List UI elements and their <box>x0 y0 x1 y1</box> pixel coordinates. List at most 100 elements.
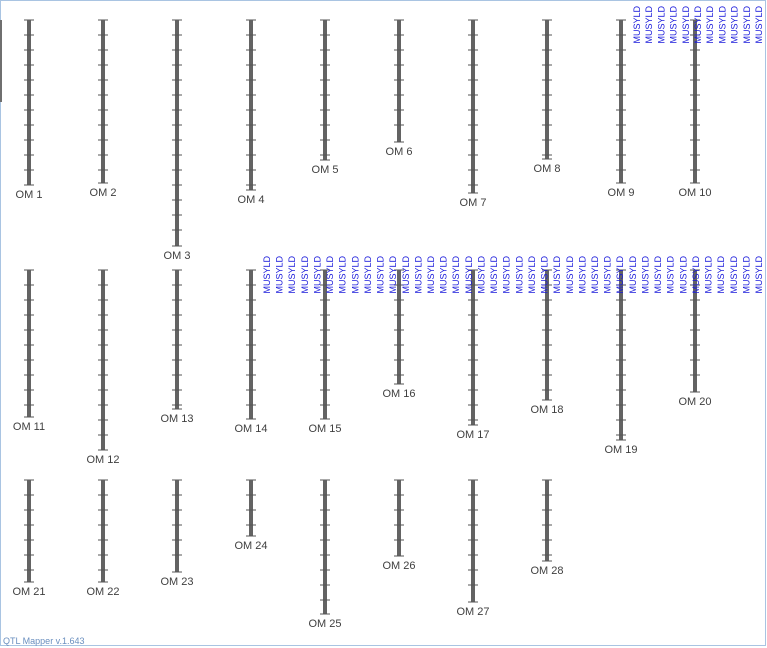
qtl-label[interactable]: MUSYLD <box>590 256 600 294</box>
qtl-label[interactable]: MUSYLD <box>666 256 676 294</box>
chromosome-bar[interactable] <box>397 20 401 142</box>
chromosome[interactable]: OM 22 <box>86 479 120 598</box>
chromosome-bar[interactable] <box>693 20 697 183</box>
qtl-label[interactable]: MUSYLD <box>669 6 679 44</box>
chromosome-bar[interactable] <box>545 270 549 400</box>
chromosome-bar[interactable] <box>27 480 31 582</box>
qtl-label[interactable]: MUSYLD <box>514 256 524 294</box>
chromosome[interactable]: OM 18 <box>530 269 564 416</box>
qtl-label[interactable]: MUSYLD <box>287 256 297 294</box>
chromosome-bar[interactable] <box>545 480 549 561</box>
chromosome[interactable]: OM 4 <box>238 19 265 206</box>
chromosome[interactable]: OM 12 <box>86 269 120 466</box>
chromosome[interactable]: OM 21 <box>12 479 46 598</box>
chromosome[interactable]: OM 8 <box>534 19 561 175</box>
chromosome[interactable]: OM 3 <box>164 19 191 262</box>
qtl-label[interactable]: MUSYLD <box>704 256 714 294</box>
chromosome-bar[interactable] <box>101 480 105 582</box>
qtl-label[interactable]: MUSYLD <box>376 256 386 294</box>
qtl-label[interactable]: MUSYLD <box>632 6 642 44</box>
chromosome-bar[interactable] <box>397 480 401 556</box>
chromosome-bar[interactable] <box>175 480 179 572</box>
chromosome[interactable]: OM 25 <box>308 479 342 630</box>
chromosome[interactable]: OM 20 <box>678 269 712 408</box>
qtl-label[interactable]: MUSYLD <box>615 256 625 294</box>
chromosome-bar[interactable] <box>471 20 475 193</box>
qtl-label[interactable]: MUSYLD <box>716 256 726 294</box>
qtl-label[interactable]: MUSYLD <box>730 6 740 44</box>
qtl-label[interactable]: MUSYLD <box>691 256 701 294</box>
qtl-label[interactable]: MUSYLD <box>350 256 360 294</box>
qtl-label[interactable]: MUSYLD <box>388 256 398 294</box>
chromosome[interactable]: OM 19 <box>604 269 638 456</box>
chromosome[interactable]: OM 2 <box>90 19 117 199</box>
qtl-label[interactable]: MUSYLD <box>754 256 764 294</box>
chromosome-bar[interactable] <box>101 20 105 183</box>
chromosome-bar[interactable] <box>249 480 253 536</box>
qtl-label[interactable]: MUSYLD <box>729 256 739 294</box>
chromosome-bar[interactable] <box>323 480 327 614</box>
qtl-label[interactable]: MUSYLD <box>451 256 461 294</box>
qtl-label[interactable]: MUSYLD <box>754 6 764 44</box>
qtl-label[interactable]: MUSYLD <box>678 256 688 294</box>
qtl-label[interactable]: MUSYLD <box>653 256 663 294</box>
chromosome[interactable]: OM 14 <box>234 269 268 435</box>
qtl-label[interactable]: MUSYLD <box>489 256 499 294</box>
chromosome-bar[interactable] <box>471 480 475 602</box>
chromosome[interactable]: OM 15 <box>308 269 342 435</box>
qtl-label[interactable]: MUSYLD <box>338 256 348 294</box>
chromosome[interactable]: OM 27 <box>456 479 490 618</box>
chromosome-bar[interactable] <box>693 270 697 392</box>
qtl-label[interactable]: MUSYLD <box>540 256 550 294</box>
chromosome-bar[interactable] <box>175 270 179 409</box>
chromosome[interactable]: OM 24 <box>234 479 268 552</box>
qtl-label[interactable]: MUSYLD <box>656 6 666 44</box>
chromosome-bar[interactable] <box>323 20 327 160</box>
chromosome-bar[interactable] <box>397 270 401 384</box>
qtl-label[interactable]: MUSYLD <box>628 256 638 294</box>
qtl-label[interactable]: MUSYLD <box>477 256 487 294</box>
chromosome-bar[interactable] <box>249 20 253 190</box>
qtl-label[interactable]: MUSYLD <box>300 256 310 294</box>
qtl-label[interactable]: MUSYLD <box>603 256 613 294</box>
chromosome[interactable]: OM 6 <box>386 19 413 158</box>
chromosome[interactable]: OM 11 <box>13 269 45 433</box>
qtl-label[interactable]: MUSYLD <box>705 6 715 44</box>
qtl-label[interactable]: MUSYLD <box>325 256 335 294</box>
chromosome[interactable]: OM 7 <box>460 19 487 209</box>
qtl-label[interactable]: MUSYLD <box>742 6 752 44</box>
qtl-label[interactable]: MUSYLD <box>644 6 654 44</box>
qtl-label[interactable]: MUSYLD <box>401 256 411 294</box>
qtl-label[interactable]: MUSYLD <box>426 256 436 294</box>
qtl-label[interactable]: MUSYLD <box>413 256 423 294</box>
chromosome[interactable]: OM 23 <box>160 479 194 588</box>
chromosome[interactable]: OM 5 <box>312 19 339 176</box>
qtl-label[interactable]: MUSYLD <box>641 256 651 294</box>
chromosome-bar[interactable] <box>471 270 475 425</box>
chromosome[interactable]: OM 9 <box>608 19 635 199</box>
qtl-label[interactable]: MUSYLD <box>552 256 562 294</box>
chromosome-bar[interactable] <box>545 20 549 159</box>
chromosome[interactable]: OM 10 <box>678 19 712 199</box>
chromosome-bar[interactable] <box>619 270 623 440</box>
qtl-label[interactable]: MUSYLD <box>681 6 691 44</box>
chromosome[interactable]: OM 17 <box>456 269 490 441</box>
qtl-label[interactable]: MUSYLD <box>565 256 575 294</box>
chromosome-bar[interactable] <box>27 20 31 185</box>
qtl-label[interactable]: MUSYLD <box>577 256 587 294</box>
qtl-label[interactable]: MUSYLD <box>464 256 474 294</box>
chromosome-bar[interactable] <box>27 270 31 417</box>
chromosome[interactable]: OM 13 <box>160 269 194 425</box>
chromosome[interactable]: OM 1 <box>16 19 43 201</box>
qtl-label[interactable]: MUSYLD <box>363 256 373 294</box>
chromosome[interactable]: OM 16 <box>382 269 416 400</box>
qtl-label[interactable]: MUSYLD <box>275 256 285 294</box>
qtl-label[interactable]: MUSYLD <box>313 256 323 294</box>
qtl-label[interactable]: MUSYLD <box>717 6 727 44</box>
qtl-label[interactable]: MUSYLD <box>693 6 703 44</box>
chromosome-bar[interactable] <box>619 20 623 183</box>
chromosome-bar[interactable] <box>175 20 179 246</box>
chromosome[interactable]: OM 28 <box>530 479 564 577</box>
qtl-label[interactable]: MUSYLD <box>262 256 272 294</box>
qtl-label[interactable]: MUSYLD <box>502 256 512 294</box>
